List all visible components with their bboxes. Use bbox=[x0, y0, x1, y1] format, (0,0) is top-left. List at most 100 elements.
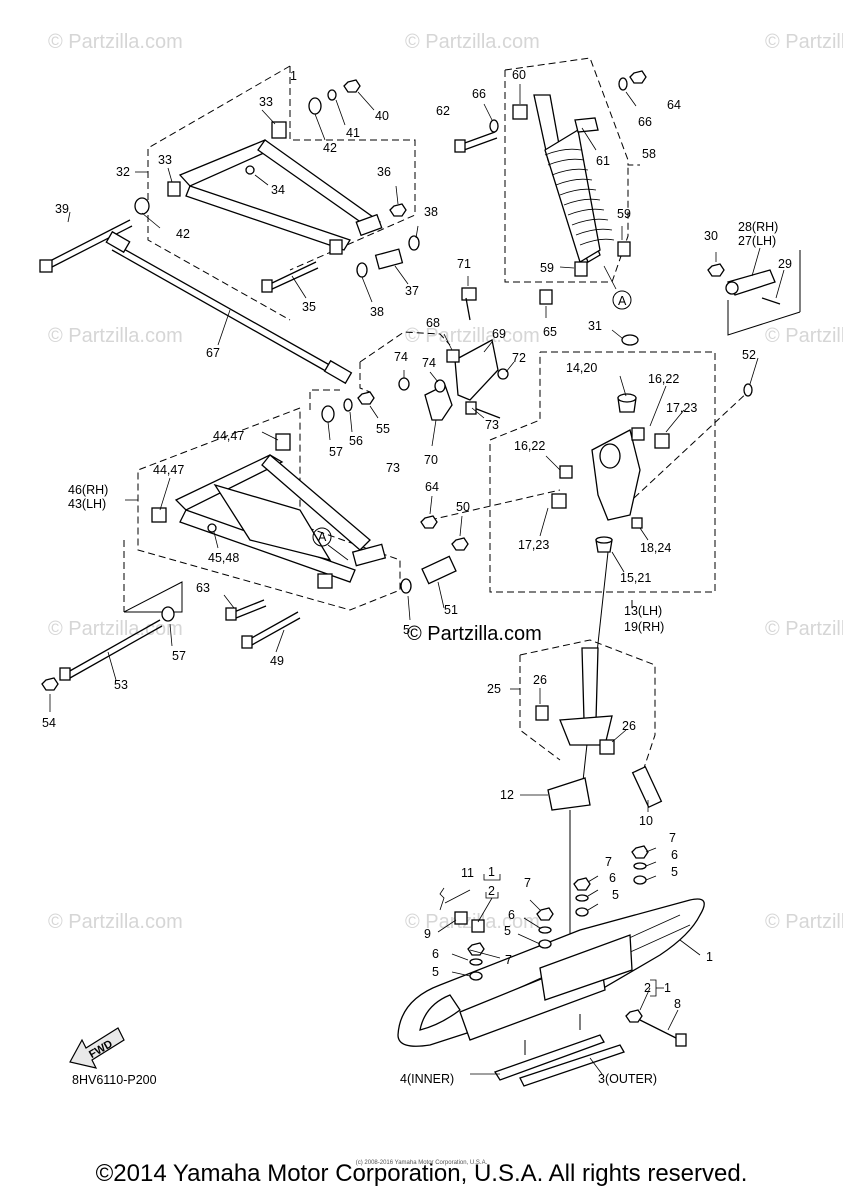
callout-59: 59 bbox=[617, 207, 631, 221]
watermark: © Partzilla.com bbox=[765, 31, 843, 53]
callout-4-inner: 4(INNER) bbox=[400, 1072, 454, 1086]
fwd-label: FWD bbox=[87, 1038, 115, 1061]
ski-column-group bbox=[510, 639, 663, 1000]
callout-19-rh: 19(RH) bbox=[624, 620, 664, 634]
callout-65: 65 bbox=[543, 325, 557, 339]
callout-5: 5 bbox=[432, 965, 439, 979]
callout-1: 1 bbox=[706, 950, 713, 964]
callout-73: 73 bbox=[485, 418, 499, 432]
callout-7: 7 bbox=[669, 831, 676, 845]
callout-38: 38 bbox=[370, 305, 384, 319]
callout-14-20: 14,20 bbox=[566, 361, 597, 375]
watermark: © Partzilla.com bbox=[48, 618, 183, 640]
callout-32: 32 bbox=[116, 165, 130, 179]
shock-absorber-group bbox=[454, 57, 647, 318]
callout-66: 66 bbox=[638, 115, 652, 129]
callout-49: 49 bbox=[270, 654, 284, 668]
watermark: © Partzilla.com bbox=[48, 325, 183, 347]
callout-29: 29 bbox=[778, 257, 792, 271]
callout-45-48: 45,48 bbox=[208, 551, 239, 565]
callout-5: 5 bbox=[403, 623, 410, 637]
callout-18-24: 18,24 bbox=[640, 541, 671, 555]
callout-62: 62 bbox=[436, 104, 450, 118]
watermark: © Partzilla.com bbox=[405, 325, 540, 347]
callout-7: 7 bbox=[605, 855, 612, 869]
callout-38: 38 bbox=[424, 205, 438, 219]
watermark: © Partzilla.com bbox=[48, 31, 183, 53]
callout-9: 9 bbox=[424, 927, 431, 941]
watermark: © Partzilla.com bbox=[765, 618, 843, 640]
callout-57: 57 bbox=[172, 649, 186, 663]
callout-42: 42 bbox=[176, 227, 190, 241]
callout-63: 63 bbox=[196, 581, 210, 595]
callout-1: 1 bbox=[664, 981, 671, 995]
callout-33: 33 bbox=[259, 95, 273, 109]
callout-28-rh: 28(RH) bbox=[738, 220, 778, 234]
callout-12: 12 bbox=[500, 788, 514, 802]
callout-3-outer: 3(OUTER) bbox=[598, 1072, 657, 1086]
callout-60: 60 bbox=[512, 68, 526, 82]
callout-5: 5 bbox=[671, 865, 678, 879]
callout-66: 66 bbox=[472, 87, 486, 101]
callout-43-lh: 43(LH) bbox=[68, 497, 106, 511]
callout-7: 7 bbox=[505, 953, 512, 967]
callout-71: 71 bbox=[457, 257, 471, 271]
watermark-center: © Partzilla.com bbox=[407, 623, 542, 645]
watermark: © Partzilla.com bbox=[405, 31, 540, 53]
callout-58: 58 bbox=[642, 147, 656, 161]
callout-A: A bbox=[318, 530, 327, 544]
callout-39: 39 bbox=[55, 202, 69, 216]
copyright-notice: ©2014 Yamaha Motor Corporation, U.S.A. A… bbox=[95, 1160, 748, 1187]
callout-6: 6 bbox=[432, 947, 439, 961]
spindle-group bbox=[429, 329, 759, 791]
callout-72: 72 bbox=[512, 351, 526, 365]
fwd-arrow-icon: FWD bbox=[69, 1027, 125, 1069]
callout-51: 51 bbox=[444, 603, 458, 617]
callout-74: 74 bbox=[394, 350, 408, 364]
callout-1: 1 bbox=[290, 69, 297, 83]
callout-53: 53 bbox=[114, 678, 128, 692]
callout-37: 37 bbox=[405, 284, 419, 298]
callout-69: 69 bbox=[492, 327, 506, 341]
callout-56: 56 bbox=[349, 434, 363, 448]
callout-25: 25 bbox=[487, 682, 501, 696]
callout-7: 7 bbox=[524, 876, 531, 890]
callout-5: 5 bbox=[504, 924, 511, 938]
callout-27-lh: 27(LH) bbox=[738, 234, 776, 248]
callout-40: 40 bbox=[375, 109, 389, 123]
callout-52: 52 bbox=[742, 348, 756, 362]
watermark: © Partzilla.com bbox=[765, 911, 843, 933]
callout-50: 50 bbox=[456, 500, 470, 514]
callout-70: 70 bbox=[424, 453, 438, 467]
callout-64: 64 bbox=[425, 480, 439, 494]
ski-group bbox=[397, 845, 705, 1087]
lower-a-arm-group bbox=[41, 407, 469, 712]
callout-36: 36 bbox=[377, 165, 391, 179]
linkage-group bbox=[309, 276, 515, 447]
callout-55: 55 bbox=[376, 422, 390, 436]
callout-2: 2 bbox=[488, 884, 495, 898]
callout-67: 67 bbox=[206, 346, 220, 360]
callout-57: 57 bbox=[329, 445, 343, 459]
callout-68: 68 bbox=[426, 316, 440, 330]
callout-6: 6 bbox=[609, 871, 616, 885]
watermark: © Partzilla.com bbox=[765, 325, 843, 347]
upper-a-arm-group bbox=[39, 65, 420, 385]
callout-34: 34 bbox=[271, 183, 285, 197]
callout-54: 54 bbox=[42, 716, 56, 730]
callout-labels: 1 32 33 33 34 35 36 37 38 38 39 40 41 42… bbox=[42, 68, 792, 1086]
callout-5: 5 bbox=[612, 888, 619, 902]
small-credit: (c) 2008-2016 Yamaha Motor Corporation, … bbox=[355, 1160, 488, 1166]
callout-17-23: 17,23 bbox=[518, 538, 549, 552]
callout-15-21: 15,21 bbox=[620, 571, 651, 585]
callout-44-47: 44,47 bbox=[153, 463, 184, 477]
callout-64: 64 bbox=[667, 98, 681, 112]
steering-arm-group bbox=[707, 247, 801, 336]
callout-35: 35 bbox=[302, 300, 316, 314]
callout-8: 8 bbox=[674, 997, 681, 1011]
watermark: © Partzilla.com bbox=[48, 911, 183, 933]
callout-16-22: 16,22 bbox=[648, 372, 679, 386]
callout-73: 73 bbox=[386, 461, 400, 475]
callout-44-47: 44,47 bbox=[213, 429, 244, 443]
